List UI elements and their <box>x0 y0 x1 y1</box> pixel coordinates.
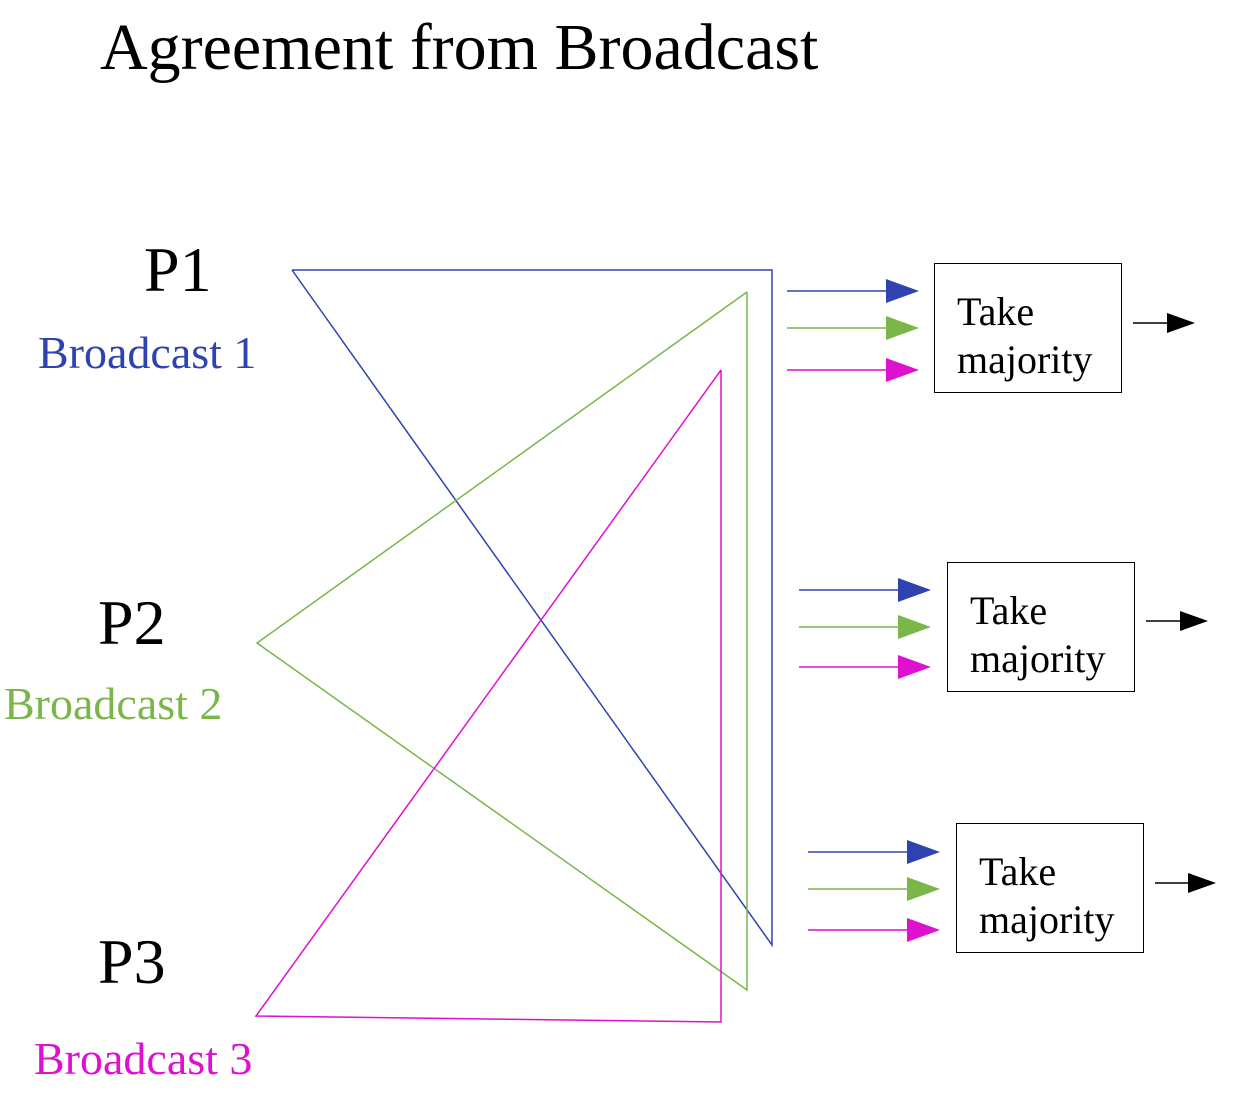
broadcast-3-path <box>254 369 722 1023</box>
take-majority-box-1: Take majority <box>934 263 1122 393</box>
box-line-1: Take <box>970 588 1048 633</box>
arrowhead <box>886 279 919 303</box>
arrowhead <box>907 877 940 901</box>
output-arrow-2 <box>1146 611 1208 631</box>
take-majority-box-2: Take majority <box>947 562 1135 692</box>
diagram-title: Agreement from Broadcast <box>100 11 819 84</box>
process-label-p2: P2 <box>98 587 166 658</box>
process-label-p3: P3 <box>98 926 166 997</box>
broadcast-1-path <box>291 269 773 948</box>
broadcast-label-2: Broadcast 2 <box>4 678 223 729</box>
output-arrow-1 <box>1133 313 1195 333</box>
arrowhead <box>898 615 931 639</box>
arrowhead <box>898 578 931 602</box>
box-line-2: majority <box>979 897 1115 942</box>
broadcast-label-3: Broadcast 3 <box>34 1033 253 1084</box>
arrowhead <box>898 655 931 679</box>
box-line-1: Take <box>957 289 1035 334</box>
input-arrows-3 <box>808 840 940 942</box>
output-arrow-3 <box>1155 873 1216 893</box>
box-line-2: majority <box>970 636 1106 681</box>
take-majority-box-3: Take majority <box>956 823 1144 953</box>
arrowhead <box>886 316 919 340</box>
box-line-1: Take <box>979 849 1057 894</box>
broadcast-2-path <box>255 291 748 992</box>
process-label-p1: P1 <box>144 234 212 305</box>
arrowhead <box>907 840 940 864</box>
box-line-2: majority <box>957 337 1093 382</box>
arrowhead <box>886 358 919 382</box>
arrowhead <box>907 918 940 942</box>
broadcast-label-1: Broadcast 1 <box>38 327 257 378</box>
input-arrows-1 <box>787 279 919 382</box>
input-arrows-2 <box>799 578 931 679</box>
